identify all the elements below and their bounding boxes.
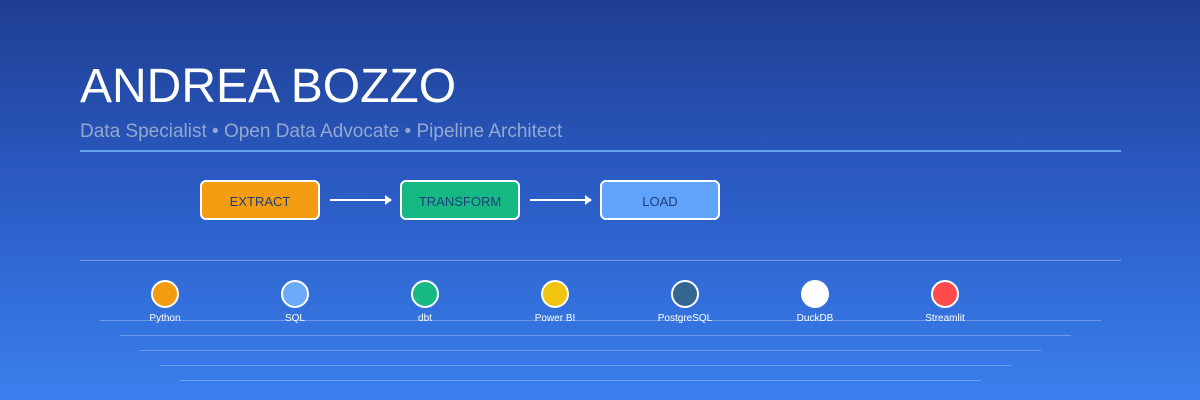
tech-label: Streamlit (925, 313, 965, 324)
streamlit-dot-icon (931, 280, 959, 308)
right-arrow-icon (530, 195, 592, 205)
profile-name: ANDREA BOZZO (80, 60, 457, 113)
tech-label: PostgreSQL (657, 313, 713, 324)
postgresql-dot-icon (671, 280, 699, 308)
tech-item-streamlit: Streamlit (905, 280, 985, 325)
section-divider (80, 260, 1121, 261)
tech-label: SQL (284, 313, 305, 324)
tech-item-python: Python (125, 280, 205, 325)
pipeline-stage-label: EXTRACT (229, 194, 291, 209)
tech-item-postgresql: PostgreSQL (645, 280, 725, 325)
pipeline-stage-extract: EXTRACT (200, 180, 320, 220)
decorative-line (180, 380, 981, 381)
tech-item-power-bi: Power BI (515, 280, 595, 325)
decorative-line (140, 350, 1041, 351)
decorative-line (160, 365, 1011, 366)
pipeline-stage-label: TRANSFORM (418, 194, 502, 209)
sql-dot-icon (281, 280, 309, 308)
header-divider (80, 150, 1121, 152)
tech-item-sql: SQL (255, 280, 335, 325)
tech-label: Power BI (534, 313, 576, 324)
tech-item-duckdb: DuckDB (775, 280, 855, 325)
power-bi-dot-icon (541, 280, 569, 308)
tech-item-dbt: dbt (385, 280, 465, 325)
decorative-line (100, 320, 1101, 321)
profile-tagline: Data Specialist • Open Data Advocate • P… (80, 121, 563, 142)
dbt-dot-icon (411, 280, 439, 308)
python-dot-icon (151, 280, 179, 308)
pipeline-stage-label: LOAD (642, 194, 678, 209)
pipeline-stage-load: LOAD (600, 180, 720, 220)
decorative-line (120, 335, 1071, 336)
pipeline-stage-transform: TRANSFORM (400, 180, 520, 220)
right-arrow-icon (330, 195, 392, 205)
duckdb-dot-icon (801, 280, 829, 308)
tech-label: Python (149, 313, 181, 324)
tech-label: DuckDB (796, 313, 834, 324)
tech-label: dbt (418, 313, 432, 324)
